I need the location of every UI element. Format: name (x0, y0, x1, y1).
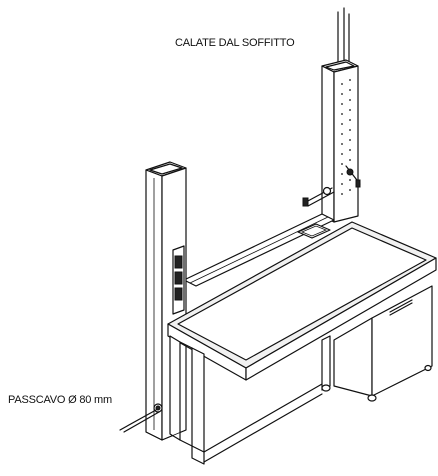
right-service-column (321, 59, 359, 223)
worktop (167, 221, 437, 381)
column-perforations (341, 79, 351, 195)
cable-pass-label: PASSCAVO Ø 80 mm (8, 394, 112, 406)
power-outlet-icon (172, 245, 185, 315)
drawer-cabinet (333, 285, 433, 402)
cable-pass-grommet (119, 403, 163, 433)
rear-sink (297, 223, 331, 239)
floor-contact-lines (145, 429, 187, 441)
rear-shelf-rail (183, 213, 335, 287)
gas-tap-icon (302, 165, 361, 207)
front-frame (169, 335, 331, 465)
ceiling-drop-label: CALATE DAL SOFFITTO (175, 37, 295, 49)
